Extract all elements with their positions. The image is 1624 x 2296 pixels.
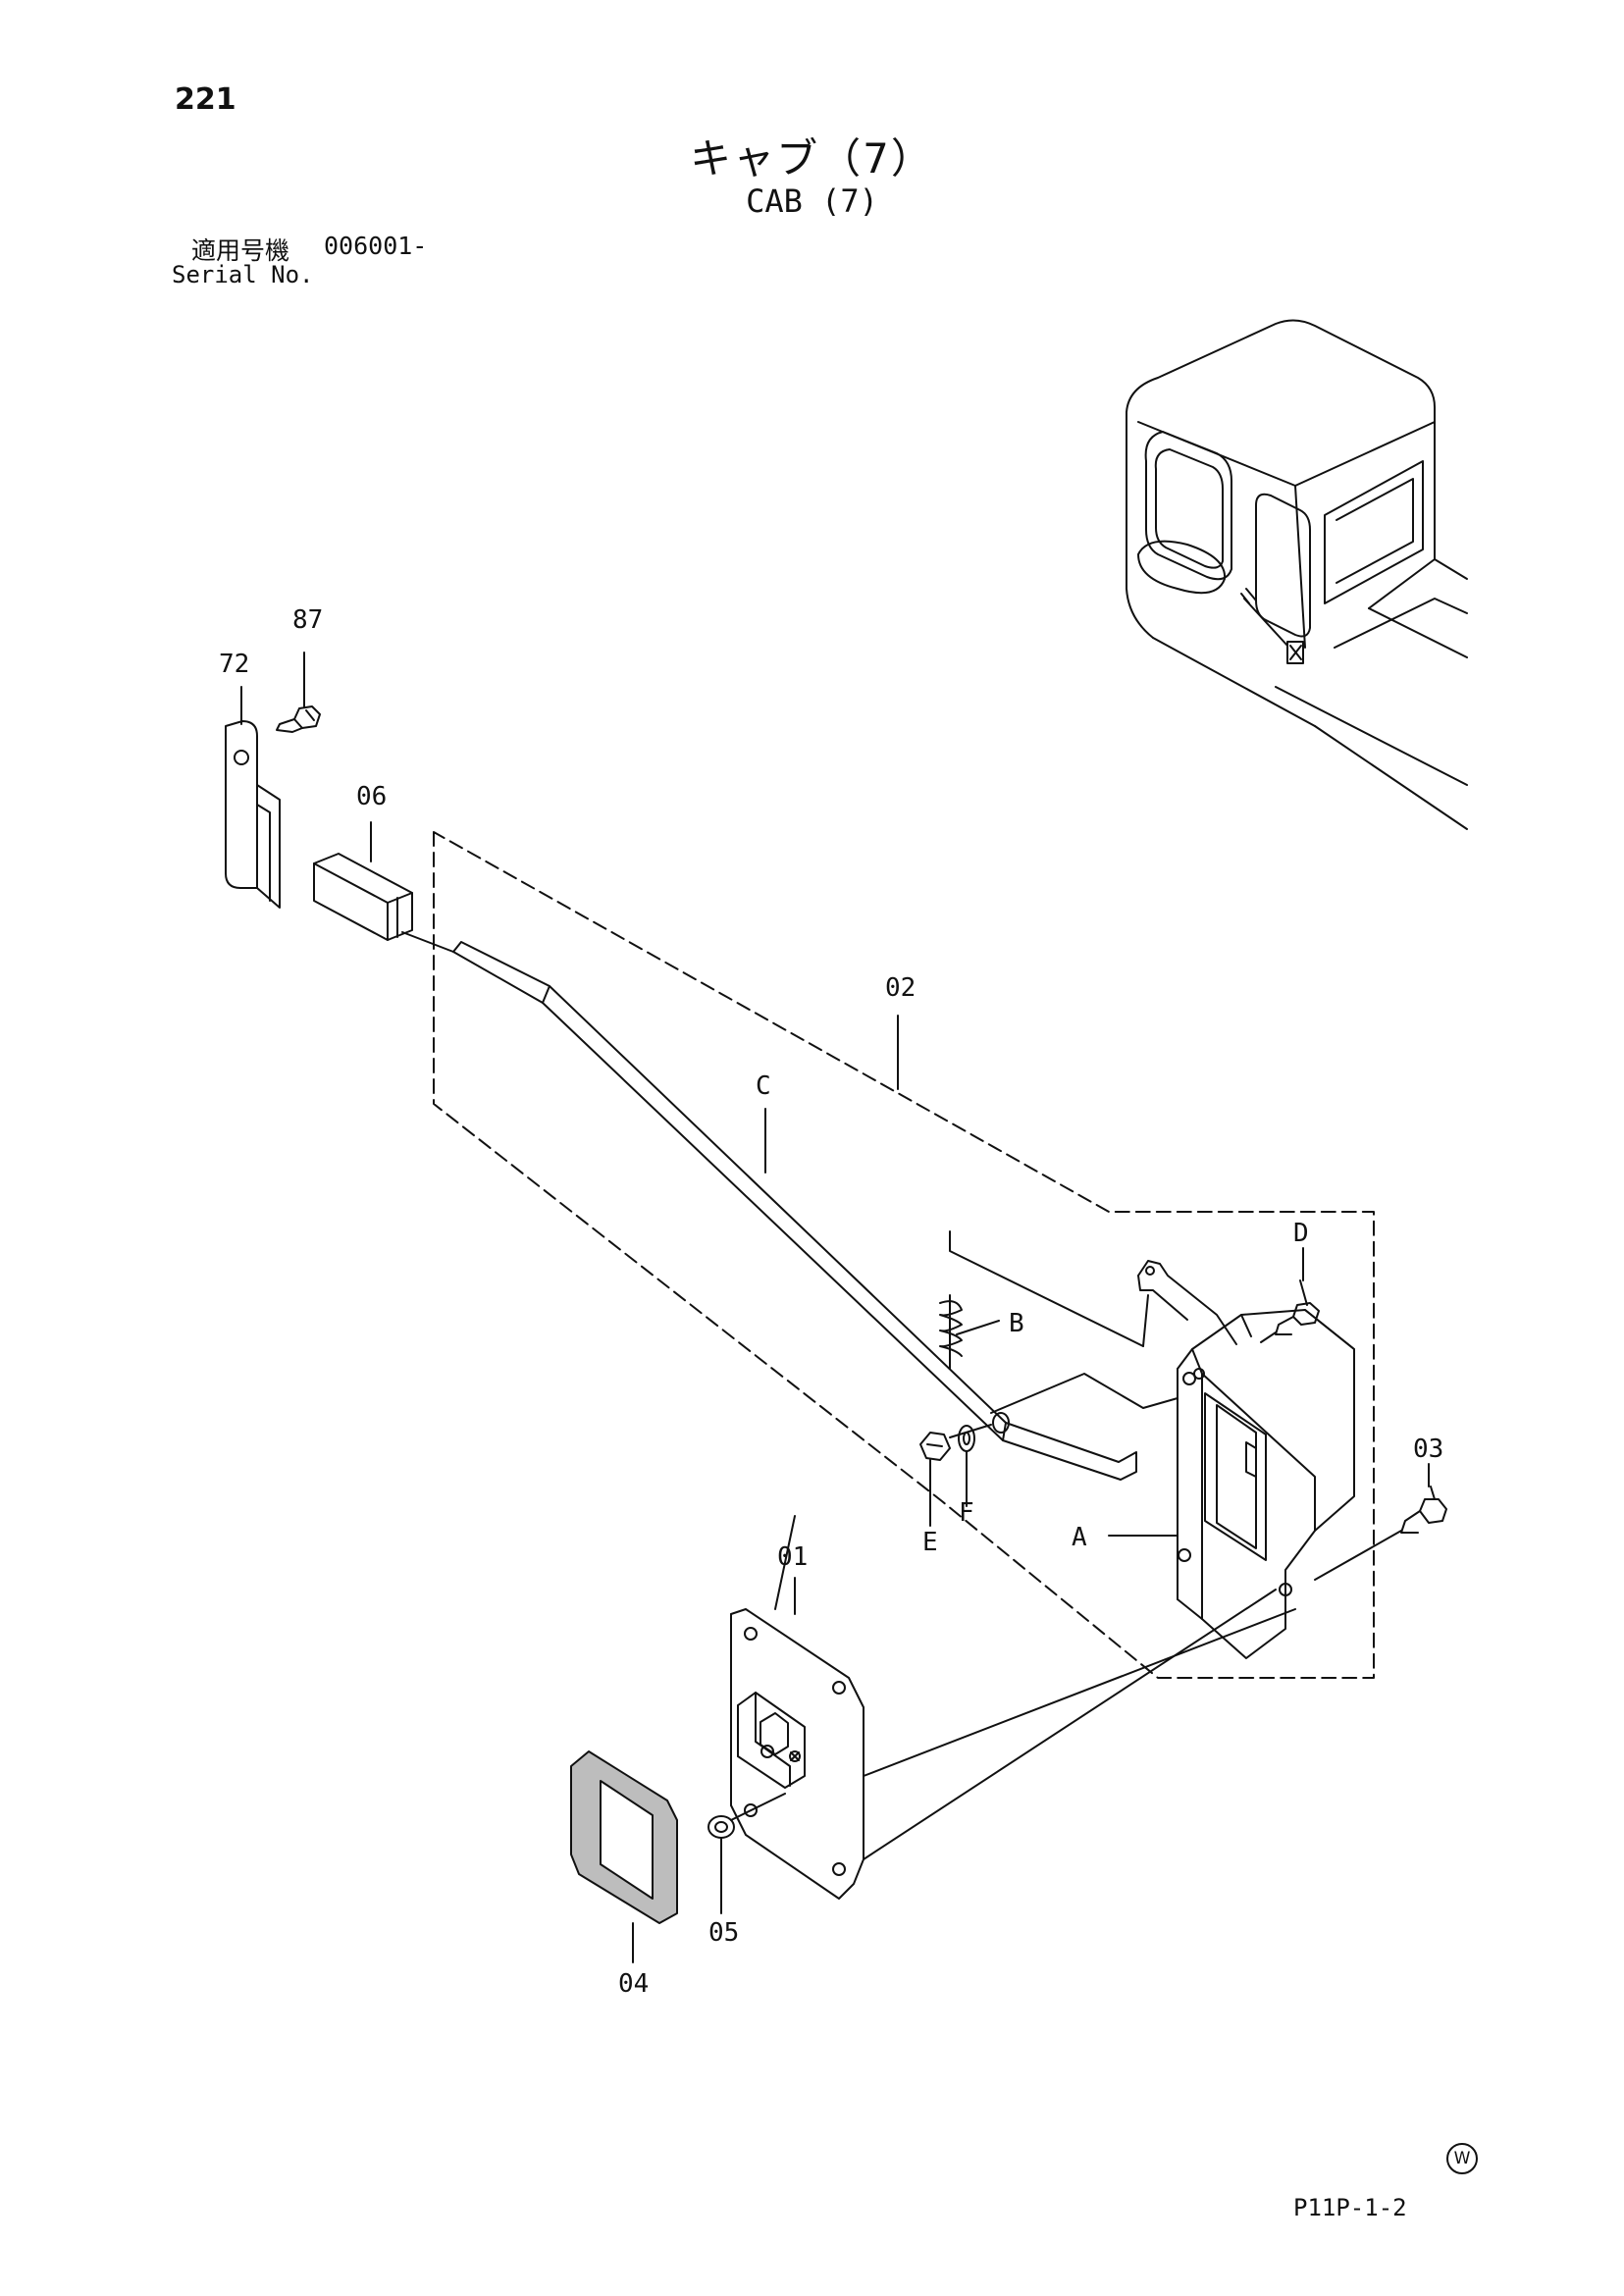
bolt-03 (1314, 1486, 1447, 1581)
callout-03: 03 (1413, 1435, 1443, 1464)
cover-plate-01 (730, 1515, 1296, 1900)
gasket-04 (570, 1750, 678, 1963)
spring-b (939, 1294, 1000, 1370)
bolt-d (1260, 1279, 1320, 1343)
callout-a: A (1072, 1523, 1087, 1552)
callout-02: 02 (885, 973, 916, 1003)
page-number: 221 (175, 82, 236, 117)
latch-housing-a (949, 1230, 1355, 1659)
assembly-02-outline (433, 831, 1375, 1679)
serial-label-japanese: 適用号機 (191, 236, 290, 265)
pad-06 (313, 853, 413, 941)
callout-b: B (1009, 1309, 1024, 1338)
callout-c: C (756, 1071, 771, 1101)
callout-04: 04 (618, 1969, 649, 1999)
washer-f (958, 1425, 975, 1507)
leader-rod-pivot (949, 1424, 992, 1438)
nut-e (919, 1432, 951, 1527)
title-english: CAB (7) (746, 183, 878, 220)
bolt-87 (276, 705, 321, 733)
callout-72: 72 (219, 650, 249, 679)
callout-f: F (959, 1498, 974, 1528)
bushing-05 (707, 1793, 786, 1914)
callout-d: D (1293, 1219, 1309, 1248)
callout-e: E (922, 1528, 938, 1557)
serial-number-value: 006001- (324, 232, 428, 260)
callout-87: 87 (292, 605, 323, 635)
callout-05: 05 (708, 1918, 739, 1948)
bracket-72 (225, 720, 281, 909)
manufacturer-mark-icon: W (1446, 2143, 1478, 2174)
cab-overview-illustration (1126, 319, 1468, 830)
callout-06: 06 (356, 782, 387, 811)
callout-01: 01 (777, 1542, 808, 1572)
figure-reference-code: P11P-1-2 (1293, 2194, 1407, 2221)
title-japanese: キャブ（7） (690, 134, 934, 183)
serial-label-english: Serial No. (172, 261, 314, 288)
